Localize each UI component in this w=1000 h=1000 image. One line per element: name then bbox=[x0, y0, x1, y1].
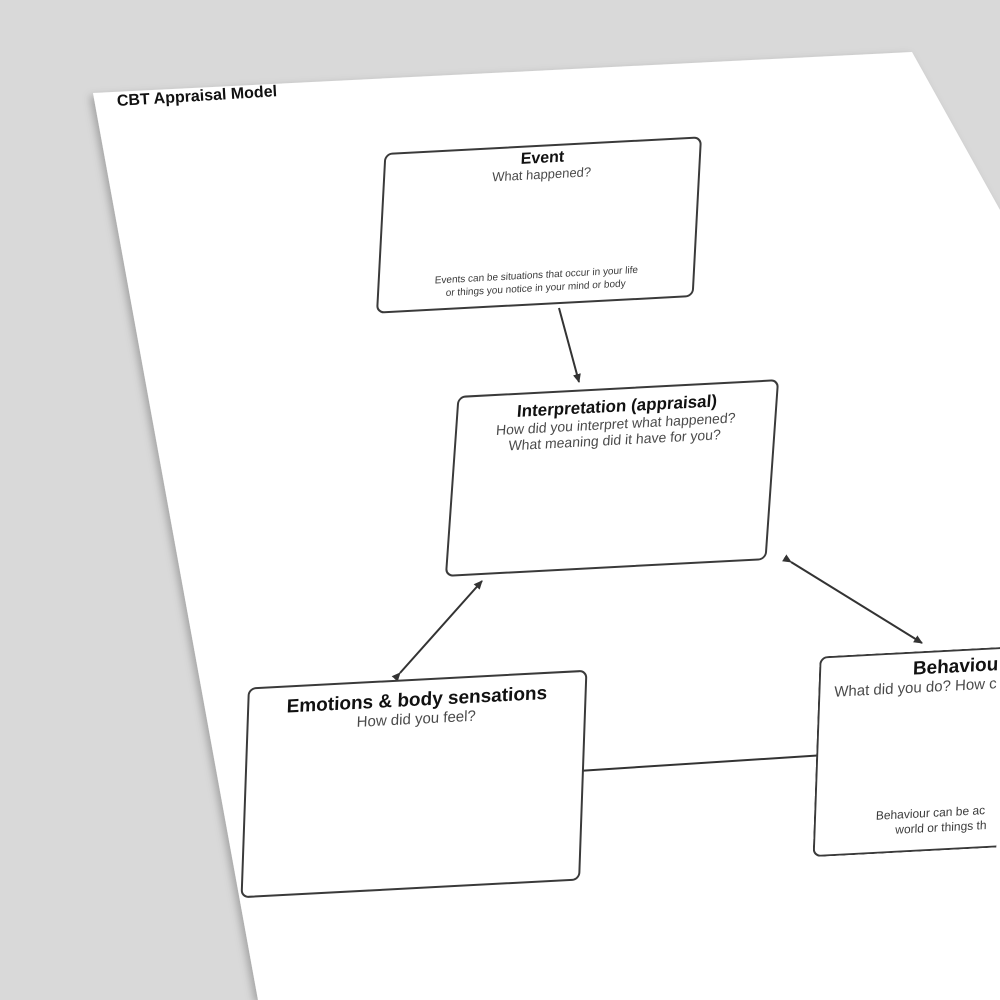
behaviour-footnote: Behaviour can be ac world or things th bbox=[815, 802, 998, 843]
interpretation-box: Interpretation (appraisal) How did you i… bbox=[444, 379, 780, 577]
arrow-interpretation-emotions bbox=[391, 580, 483, 682]
arrow-emotions-behaviour bbox=[569, 751, 826, 776]
behaviour-box: Behaviou What did you do? How c Behaviou… bbox=[812, 646, 1000, 858]
arrow-event-to-interpretation bbox=[558, 307, 581, 383]
event-footnote: Events can be situations that occur in y… bbox=[379, 261, 694, 304]
event-box: Event What happened? Events can be situa… bbox=[376, 136, 702, 314]
emotions-box: Emotions & body sensations How did you f… bbox=[240, 669, 588, 899]
arrow-interpretation-behaviour bbox=[782, 554, 923, 644]
